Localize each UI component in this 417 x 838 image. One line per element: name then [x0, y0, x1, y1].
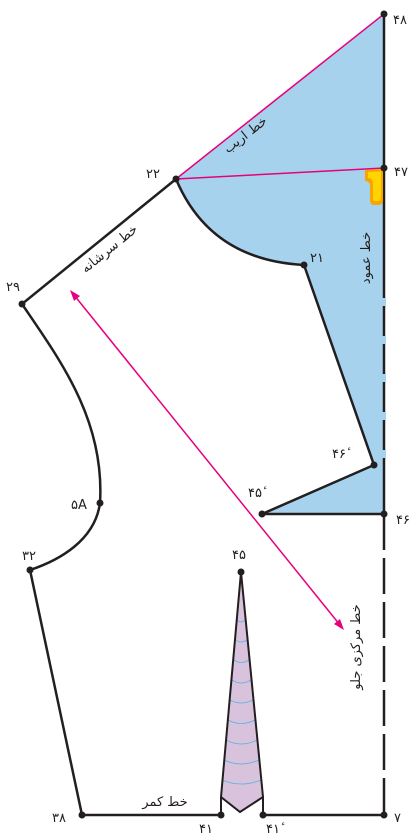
point-21	[300, 261, 308, 269]
waist-dart-lines	[219, 571, 265, 814]
label-point-41: ۴۱	[199, 822, 213, 837]
right-angle-marker	[365, 169, 383, 205]
waist-line-label: خط کمر	[141, 795, 187, 810]
blue-extension-region	[176, 14, 384, 514]
label-point-5a: ۵A	[71, 498, 87, 513]
label-point-45p: ۴۵ٔ	[248, 486, 267, 501]
dart-stripes	[221, 619, 262, 785]
point-46	[380, 510, 388, 518]
point-41p	[259, 811, 267, 819]
label-point-29: ۲۹	[6, 280, 20, 295]
label-point-22: ۲۲	[146, 167, 160, 182]
horizontal-magenta-line	[175, 167, 385, 180]
label-point-32: ۳۲	[22, 549, 36, 564]
label-point-46p: ۴۶ٔ	[332, 447, 351, 462]
vertical-line-label: خط عمود	[359, 232, 374, 284]
bodice-outline	[20, 178, 221, 817]
waist-dart-fill	[221, 572, 263, 812]
label-point-21: ۲۱	[310, 251, 324, 266]
point-32	[26, 566, 34, 574]
point-46p	[370, 461, 378, 469]
point-22	[172, 175, 180, 183]
point-45p	[258, 510, 266, 518]
pattern-points	[18, 10, 388, 819]
bias-line	[175, 13, 385, 180]
label-point-7: ۷	[394, 811, 401, 826]
point-45	[237, 568, 245, 576]
label-point-47: ۴۷	[394, 165, 408, 180]
label-point-41p: ۴۱ٔ	[266, 822, 285, 837]
point-29	[18, 300, 26, 308]
grain-arrow	[70, 290, 344, 630]
point-47	[380, 164, 388, 172]
label-point-45: ۴۵	[232, 548, 246, 563]
label-point-46: ۴۶	[396, 513, 410, 528]
center-front-line-label: خط مرکزی جلو	[349, 604, 364, 690]
point-38	[78, 811, 86, 819]
point-41	[217, 811, 225, 819]
label-point-48: ۴۸	[393, 13, 407, 28]
point-7	[380, 811, 388, 819]
point-48	[380, 10, 388, 18]
point-5a	[96, 499, 104, 507]
label-point-38: ۳۸	[52, 811, 66, 826]
